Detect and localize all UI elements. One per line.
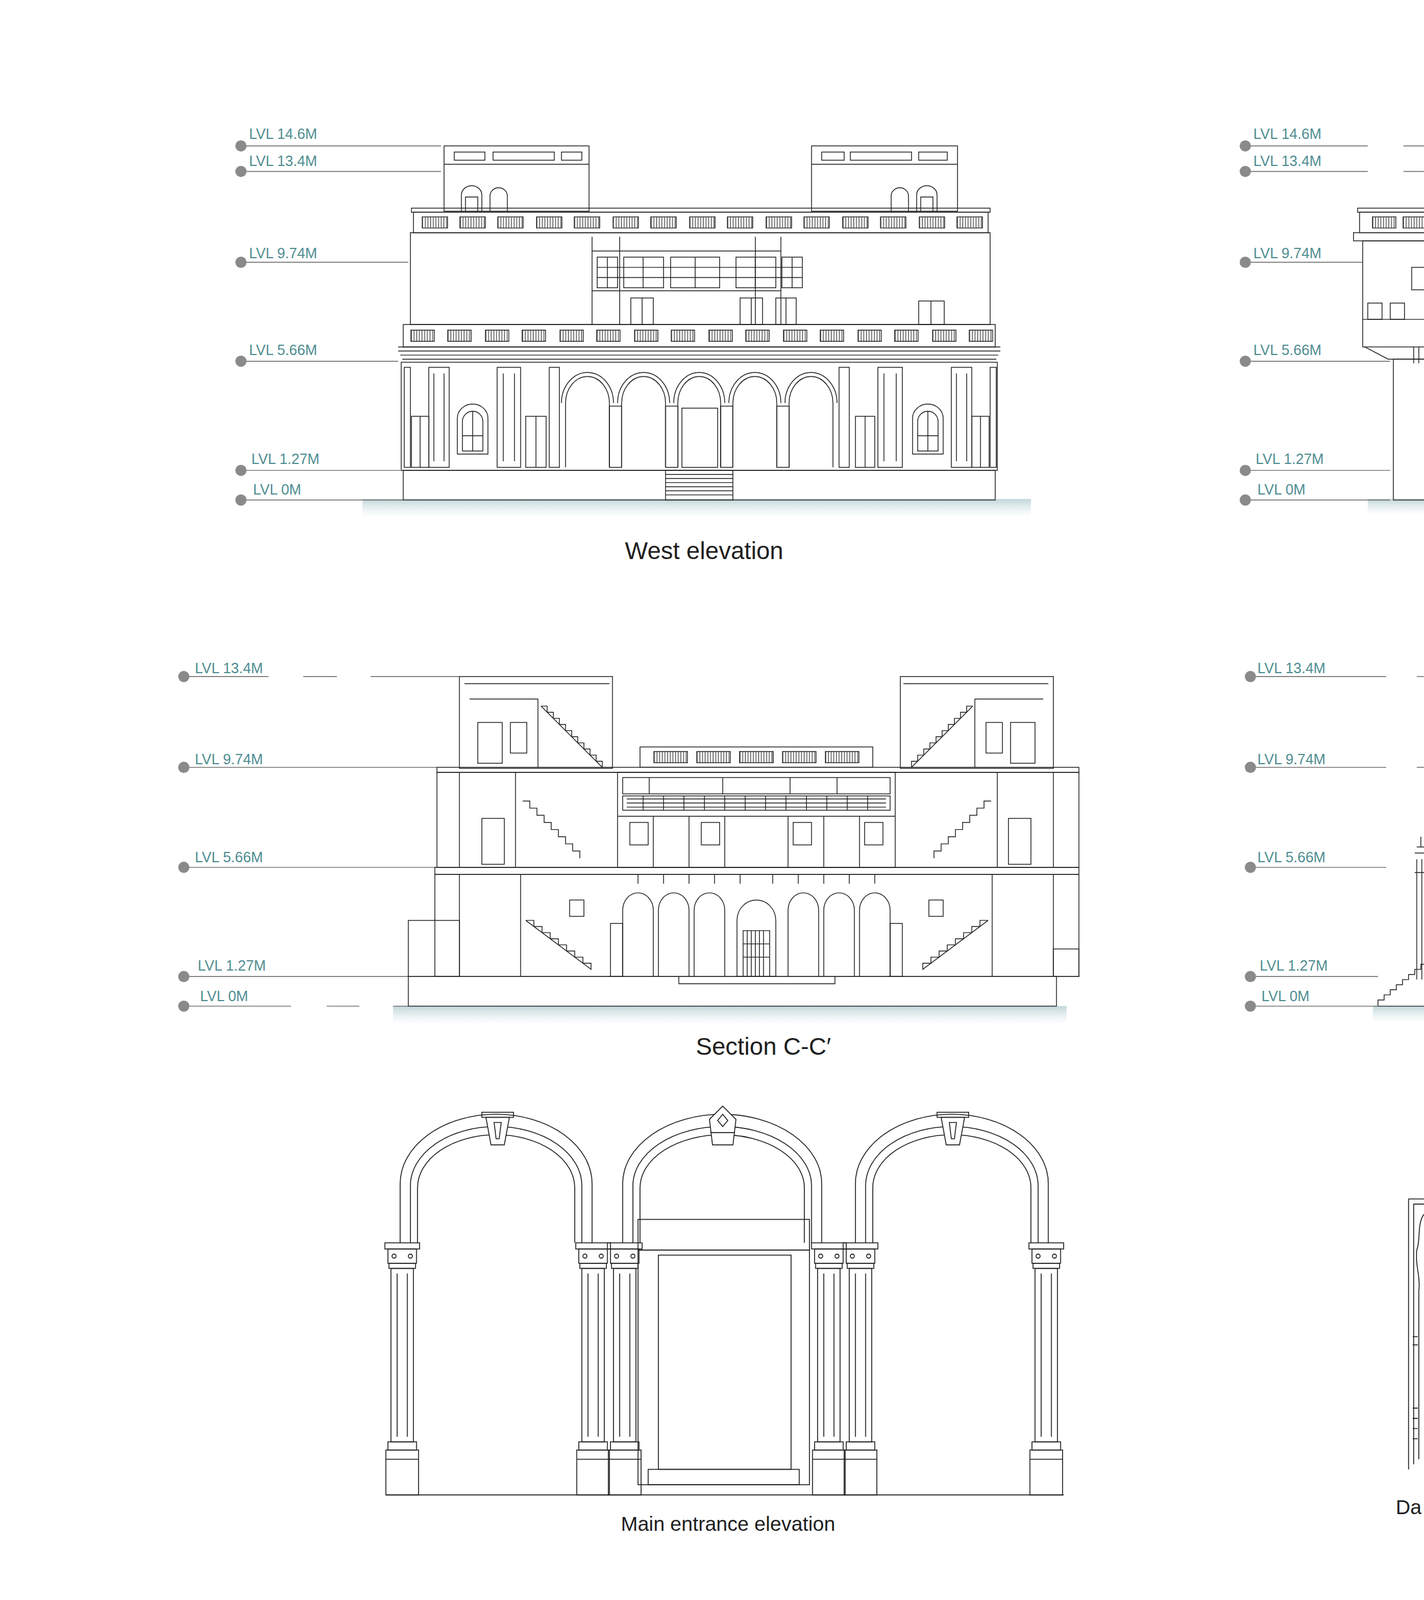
level-label-text: LVL 13.4M (194, 660, 263, 677)
level-label: LVL 5.66M (194, 850, 263, 865)
level-label-text: LVL 14.6M (249, 125, 318, 142)
level-label: LVL 0M (1257, 482, 1306, 497)
view-title: Da (1395, 1497, 1422, 1518)
level-label-text: LVL 0M (200, 988, 248, 1005)
level-label-text: LVL 5.66M (1253, 341, 1322, 359)
level-label-text: LVL 5.66M (249, 341, 318, 359)
level-label-text: LVL 9.74M (1257, 751, 1326, 768)
view-title-text: Section C-C′ (695, 1033, 831, 1061)
level-label-text: LVL 5.66M (1257, 849, 1326, 866)
view-title: West elevation (624, 539, 784, 564)
level-label-text: LVL 9.74M (194, 751, 263, 768)
level-label: LVL 5.66M (1257, 850, 1326, 865)
level-label-text: LVL 9.74M (249, 245, 318, 262)
level-label: LVL 9.74M (194, 752, 263, 767)
level-label-text: LVL 13.4M (1257, 660, 1326, 677)
section-drawing (178, 671, 1079, 1025)
level-label: LVL 14.6M (1253, 126, 1322, 142)
level-label: LVL 1.27M (197, 958, 266, 974)
level-label-text: LVL 13.4M (249, 152, 318, 169)
level-label-text: LVL 5.66M (194, 849, 263, 866)
level-label-text: LVL 1.27M (1259, 957, 1328, 974)
level-label: LVL 1.27M (1259, 958, 1328, 974)
level-label: LVL 13.4M (1257, 661, 1326, 676)
level-label: LVL 9.74M (249, 246, 318, 261)
level-label: LVL 0M (1261, 989, 1310, 1004)
level-label-text: LVL 0M (1257, 481, 1306, 498)
level-label: LVL 9.74M (1253, 246, 1322, 261)
level-label: LVL 9.74M (1257, 752, 1326, 767)
level-label: LVL 1.27M (251, 451, 320, 467)
level-label: LVL 1.27M (1255, 451, 1324, 467)
level-label-text: LVL 9.74M (1253, 245, 1322, 262)
level-label-text: LVL 14.6M (1253, 125, 1322, 142)
level-label: LVL 14.6M (249, 126, 318, 142)
view-title-text: Da (1395, 1496, 1422, 1519)
view-title-text: West elevation (624, 537, 784, 565)
level-label-text: LVL 1.27M (251, 450, 320, 467)
level-label-text: LVL 1.27M (197, 957, 266, 974)
partial-door-drawing (1408, 1199, 1424, 1470)
view-title: Main entrance elevation (620, 1513, 836, 1535)
level-label-text: LVL 0M (253, 481, 301, 498)
level-label: LVL 5.66M (1253, 343, 1322, 358)
view-title: Section C-C′ (695, 1034, 831, 1060)
level-label-text: LVL 1.27M (1255, 450, 1324, 467)
level-label-text: LVL 13.4M (1253, 152, 1322, 169)
level-label: LVL 13.4M (249, 153, 318, 169)
partial-section (1244, 671, 1424, 1023)
level-label: LVL 0M (253, 482, 301, 497)
level-label: LVL 13.4M (1253, 153, 1322, 169)
west-elevation (235, 140, 1031, 518)
view-title-text: Main entrance elevation (620, 1512, 836, 1536)
level-label: LVL 0M (200, 989, 248, 1004)
entrance-elevation (385, 1106, 1064, 1496)
level-label: LVL 13.4M (194, 661, 263, 676)
partial-elevation (1239, 140, 1424, 516)
level-label-text: LVL 0M (1261, 988, 1310, 1005)
level-label: LVL 5.66M (249, 343, 318, 358)
